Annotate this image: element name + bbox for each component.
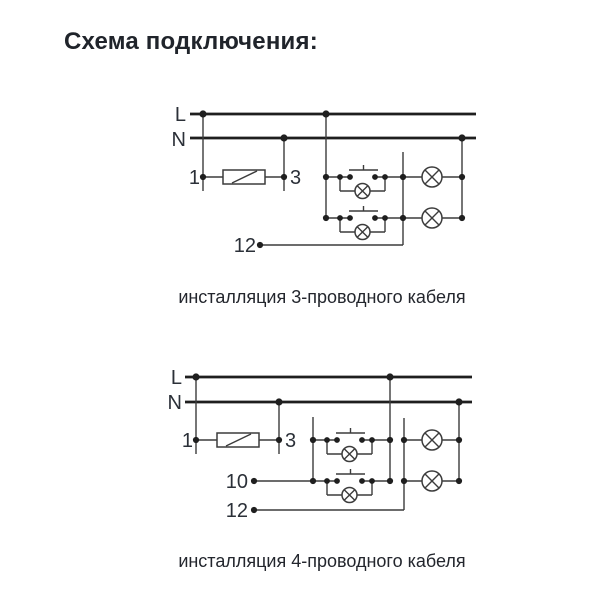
- terminal-10-label: 10: [226, 471, 248, 493]
- line-label: L: [171, 367, 182, 389]
- neutral-label: N: [168, 392, 182, 414]
- junction-dots: [192, 373, 463, 514]
- wiring-diagram-3wire: L N 1 3 12: [172, 104, 476, 257]
- page-title: Схема подключения:: [64, 28, 318, 55]
- bus-lines-l-n: [185, 375, 472, 404]
- pushbutton-icon: [312, 468, 391, 504]
- diagram-3wire-caption: инсталляция 3-проводного кабеля: [178, 287, 466, 307]
- line-label: L: [175, 104, 186, 126]
- terminal-12-label: 12: [226, 500, 248, 522]
- terminal-1-label: 1: [182, 430, 193, 452]
- wiring-diagram-4wire: L N 1 3 10 12: [168, 367, 472, 522]
- device-symbol: [222, 169, 266, 185]
- junction-dots: [199, 110, 466, 249]
- lamp-icon: [421, 470, 443, 492]
- bus-lines-l-n: [190, 112, 476, 140]
- lamp-icon: [421, 429, 443, 451]
- terminal-12-label: 12: [234, 235, 256, 257]
- pushbutton-icon: [325, 164, 404, 200]
- pushbutton-icon: [325, 205, 404, 241]
- circuit-wires: [195, 377, 460, 511]
- terminal-3-label: 3: [290, 167, 301, 189]
- terminal-1-label: 1: [189, 167, 200, 189]
- lamp-icon: [421, 166, 443, 188]
- pushbutton-icon: [312, 427, 391, 463]
- lamp-icon: [421, 207, 443, 229]
- device-symbol: [216, 432, 260, 448]
- neutral-label: N: [172, 129, 186, 151]
- diagram-4wire-caption: инсталляция 4-проводного кабеля: [178, 551, 466, 571]
- terminal-3-label: 3: [285, 430, 296, 452]
